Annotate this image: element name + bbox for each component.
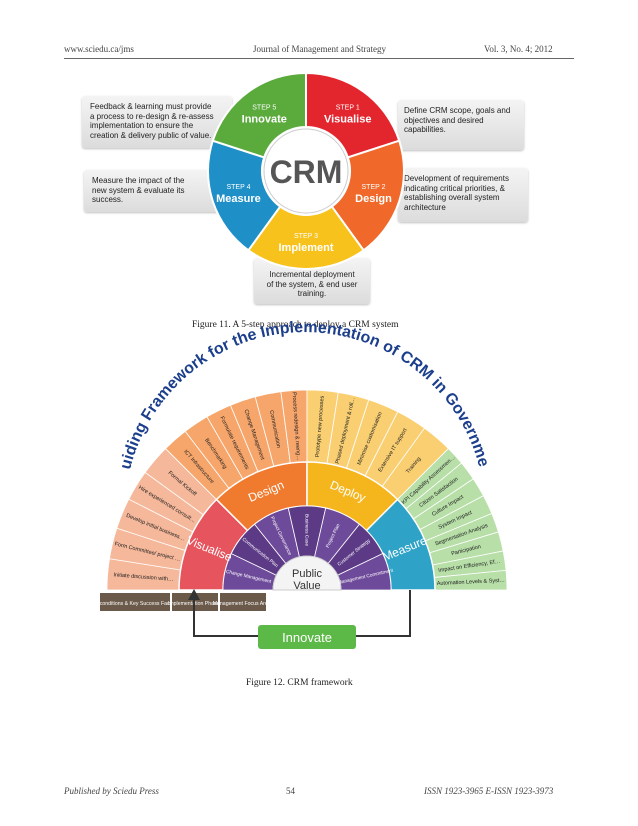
header-rule	[64, 58, 574, 59]
crm-center-circle	[263, 128, 349, 214]
crm-center-label: CRM	[270, 154, 343, 190]
step-number-2: STEP 2	[362, 184, 386, 191]
preconditions-box	[100, 593, 170, 611]
header-volume: Vol. 3, No. 4; 2012	[484, 44, 553, 54]
public-value-hub	[272, 555, 342, 591]
step-number-5: STEP 5	[252, 105, 276, 112]
innovate-label: Innovate	[282, 630, 332, 645]
step-number-4: STEP 4	[226, 184, 250, 191]
footer-issn: ISSN 1923-3965 E-ISSN 1923-3973	[424, 786, 554, 796]
step-name-4: Measure	[216, 193, 261, 205]
page-number: 54	[286, 786, 295, 796]
step-name-3: Implement	[278, 242, 333, 254]
step-number-3: STEP 3	[294, 233, 318, 240]
outer-wedge-label: Initiate discussion with…	[113, 572, 174, 583]
outer-wedge-label: Prototype new processes	[315, 395, 326, 457]
focus-areas-label: Management Focus Areas	[213, 601, 274, 607]
focus-wedge-label: Business Case	[304, 514, 310, 546]
step-name-2: Design	[355, 193, 392, 205]
public-value-line-2: Value	[293, 580, 320, 592]
header-journal: Journal of Management and Strategy	[253, 44, 386, 54]
header-url: www.sciedu.ca/jms	[64, 44, 134, 54]
step-segment-5	[211, 71, 307, 159]
figure-12-caption: Figure 12. CRM framework	[246, 678, 353, 688]
innovate-arrow-left	[193, 598, 258, 637]
footer-publisher: Published by Sciedu Press	[64, 786, 159, 796]
focus-areas-box	[220, 593, 266, 611]
public-value-line-1: Public	[292, 568, 322, 580]
outer-wedge-label: Process redesign & reeng…	[291, 392, 301, 461]
innovate-box	[258, 625, 356, 649]
innovate-arrow-right	[356, 590, 411, 637]
arrow-head-icon	[188, 589, 200, 600]
outer-wedge-label: Automation Levels & Syst…	[437, 578, 505, 587]
step-name-1: Visualise	[324, 114, 372, 126]
step-number-1: STEP 1	[336, 105, 360, 112]
phases-label: Implementation Phases	[168, 601, 223, 607]
figure-11-caption: Figure 11. A 5-step approach to deploy a…	[192, 320, 399, 330]
preconditions-label: Preconditions & Key Success Factors	[92, 601, 179, 607]
step-name-5: Innovate	[242, 114, 287, 126]
